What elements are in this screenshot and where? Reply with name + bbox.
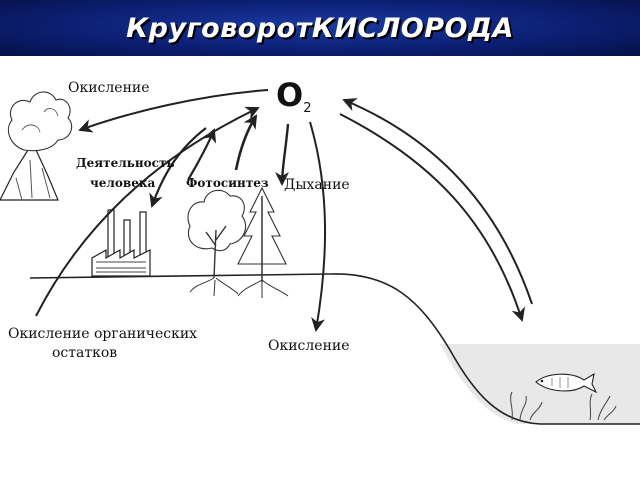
label-photosynthesis: Фотосинтез bbox=[186, 176, 269, 190]
deciduous-tree-icon bbox=[187, 189, 247, 297]
label-oxidation-top: Окисление bbox=[68, 80, 150, 96]
water-plants-icon bbox=[510, 391, 617, 421]
arrow-oxidation-soil bbox=[309, 121, 327, 332]
arrow-human-activity bbox=[149, 127, 207, 208]
label-human-activity-line1: Деятельность bbox=[76, 156, 175, 170]
label-organic-oxidation-line1: Окисление органических bbox=[8, 326, 198, 342]
label-human-activity-line2: человека bbox=[90, 176, 156, 190]
oxygen-symbol-letter: O bbox=[276, 76, 304, 114]
arrow-from-water bbox=[342, 98, 533, 305]
ground-line bbox=[29, 273, 640, 425]
arrow-oxidation-volcano bbox=[78, 89, 269, 133]
label-respiration: Дыхание bbox=[284, 177, 350, 193]
arrow-respiration bbox=[275, 123, 290, 186]
title-part-2: КИСЛОРОДА bbox=[311, 12, 514, 44]
title-part-1: Круговорот bbox=[126, 12, 312, 44]
label-oxidation-bottom: Окисление bbox=[268, 338, 350, 354]
fir-tree-icon bbox=[237, 186, 289, 298]
label-organic-oxidation-line2: остатков bbox=[52, 345, 118, 361]
arrow-photosynthesis-left bbox=[187, 128, 217, 181]
title-bar bbox=[0, 0, 640, 56]
fish-icon bbox=[535, 372, 598, 394]
arrow-to-water bbox=[339, 113, 526, 322]
volcano-icon bbox=[0, 91, 73, 201]
arrow-organic-oxidation bbox=[35, 106, 260, 317]
arrow-photosynthesis-right bbox=[234, 114, 258, 171]
factory-icon bbox=[91, 209, 151, 277]
oxygen-symbol: O2 bbox=[276, 76, 311, 116]
oxygen-symbol-subscript: 2 bbox=[303, 101, 312, 116]
